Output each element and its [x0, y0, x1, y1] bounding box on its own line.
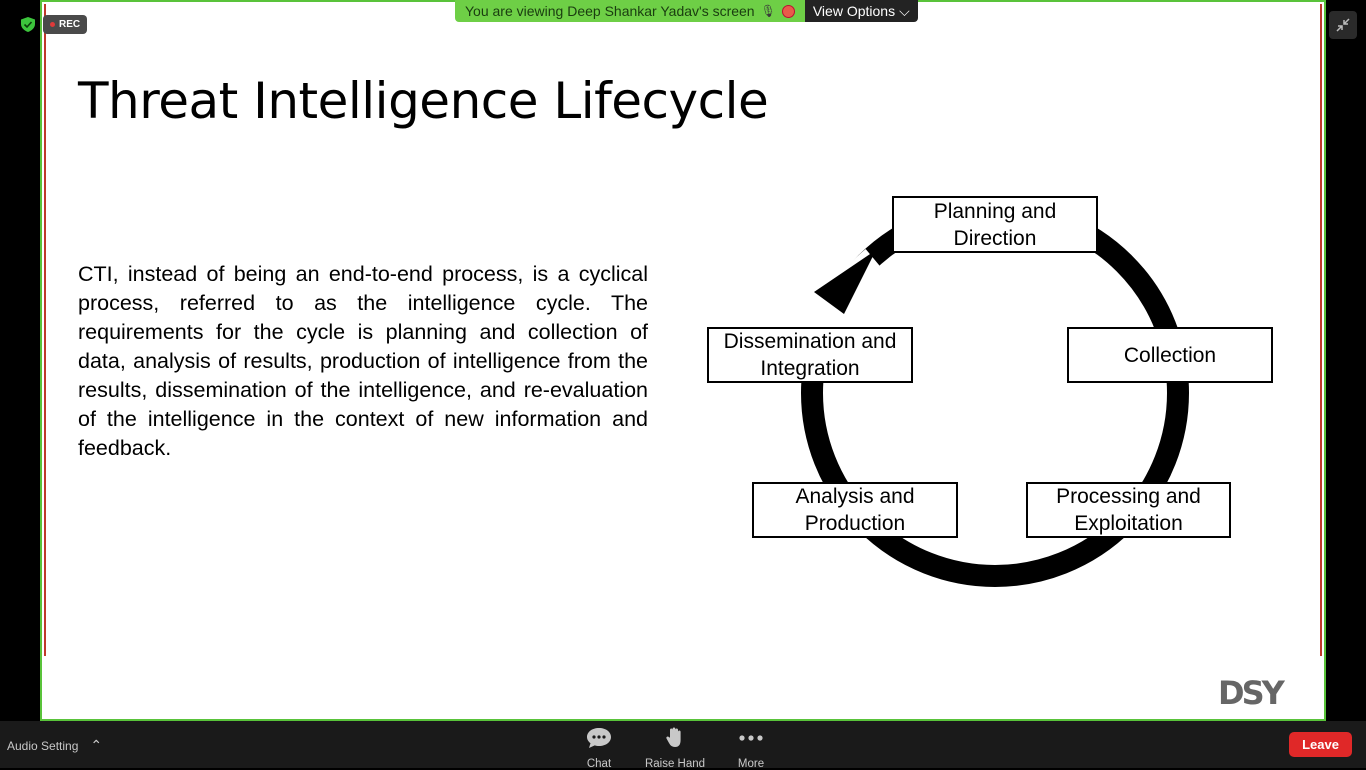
raise-hand-label: Raise Hand: [644, 758, 706, 770]
cycle-step-processing-line2: Exploitation: [1074, 512, 1183, 535]
presenter-logo: DSY: [1218, 674, 1285, 712]
slide-title: Threat Intelligence Lifecycle: [78, 72, 769, 130]
more-button[interactable]: More: [716, 725, 786, 770]
chat-button[interactable]: Chat: [564, 725, 634, 770]
chat-label: Chat: [586, 758, 612, 770]
audio-setting-label: Audio Setting: [7, 738, 79, 753]
mic-muted-icon: 🎙: [760, 4, 776, 18]
cycle-step-dissemination-line2: Integration: [760, 357, 860, 380]
cycle-arrow-tip: [882, 236, 892, 248]
record-dot-icon: [50, 22, 55, 27]
cycle-step-analysis-line2: Production: [804, 512, 906, 535]
cycle-step-processing-line1: Processing and: [1056, 485, 1201, 508]
more-icon: [739, 735, 763, 741]
recording-label: REC: [59, 19, 81, 30]
shield-icon[interactable]: [21, 17, 35, 32]
viewing-notice-text: You are viewing Deep Shankar Yadav's scr…: [465, 3, 755, 19]
view-options-label: View Options: [812, 3, 896, 19]
chevron-up-icon[interactable]: ⌃: [90, 737, 103, 753]
cycle-step-planning-line1: Planning and: [933, 199, 1057, 223]
exit-fullscreen-button[interactable]: [1329, 11, 1357, 39]
cycle-step-collection-label: Collection: [1123, 343, 1217, 367]
view-options-button[interactable]: View Options ⌵: [804, 0, 918, 22]
cycle-step-collection: Collection: [1067, 327, 1273, 383]
meeting-toolbar: Audio Setting ⌃ Chat Raise Hand More: [0, 721, 1366, 770]
chat-icon: [587, 728, 611, 748]
cycle-arrowhead: [814, 250, 876, 314]
cycle-step-planning-line2: Direction: [953, 226, 1037, 250]
leave-button[interactable]: Leave: [1289, 732, 1352, 757]
slide-body-text: CTI, instead of being an end-to-end proc…: [78, 262, 648, 460]
cycle-step-dissemination-line1: Dissemination and: [723, 330, 897, 353]
recording-badge: REC: [43, 15, 88, 34]
more-label: More: [737, 758, 765, 770]
sharer-status-icon: [781, 4, 795, 18]
chevron-down-icon: ⌵: [899, 2, 910, 19]
slide-edge-right: [1320, 4, 1322, 656]
cycle-step-analysis-line1: Analysis and: [795, 485, 915, 508]
raise-hand-icon: [666, 727, 681, 747]
exit-fullscreen-icon: [1336, 18, 1350, 32]
audio-setting-button[interactable]: Audio Setting ⌃: [7, 737, 102, 754]
viewing-notice: You are viewing Deep Shankar Yadav's scr…: [455, 0, 805, 22]
raise-hand-button[interactable]: Raise Hand: [640, 725, 710, 770]
presentation-slide: Threat Intelligence Lifecycle CTI, inste…: [44, 4, 1322, 717]
slide-edge-left: [44, 4, 46, 656]
shared-screen-frame: Threat Intelligence Lifecycle CTI, inste…: [40, 0, 1326, 721]
share-banner: You are viewing Deep Shankar Yadav's scr…: [455, 0, 918, 22]
